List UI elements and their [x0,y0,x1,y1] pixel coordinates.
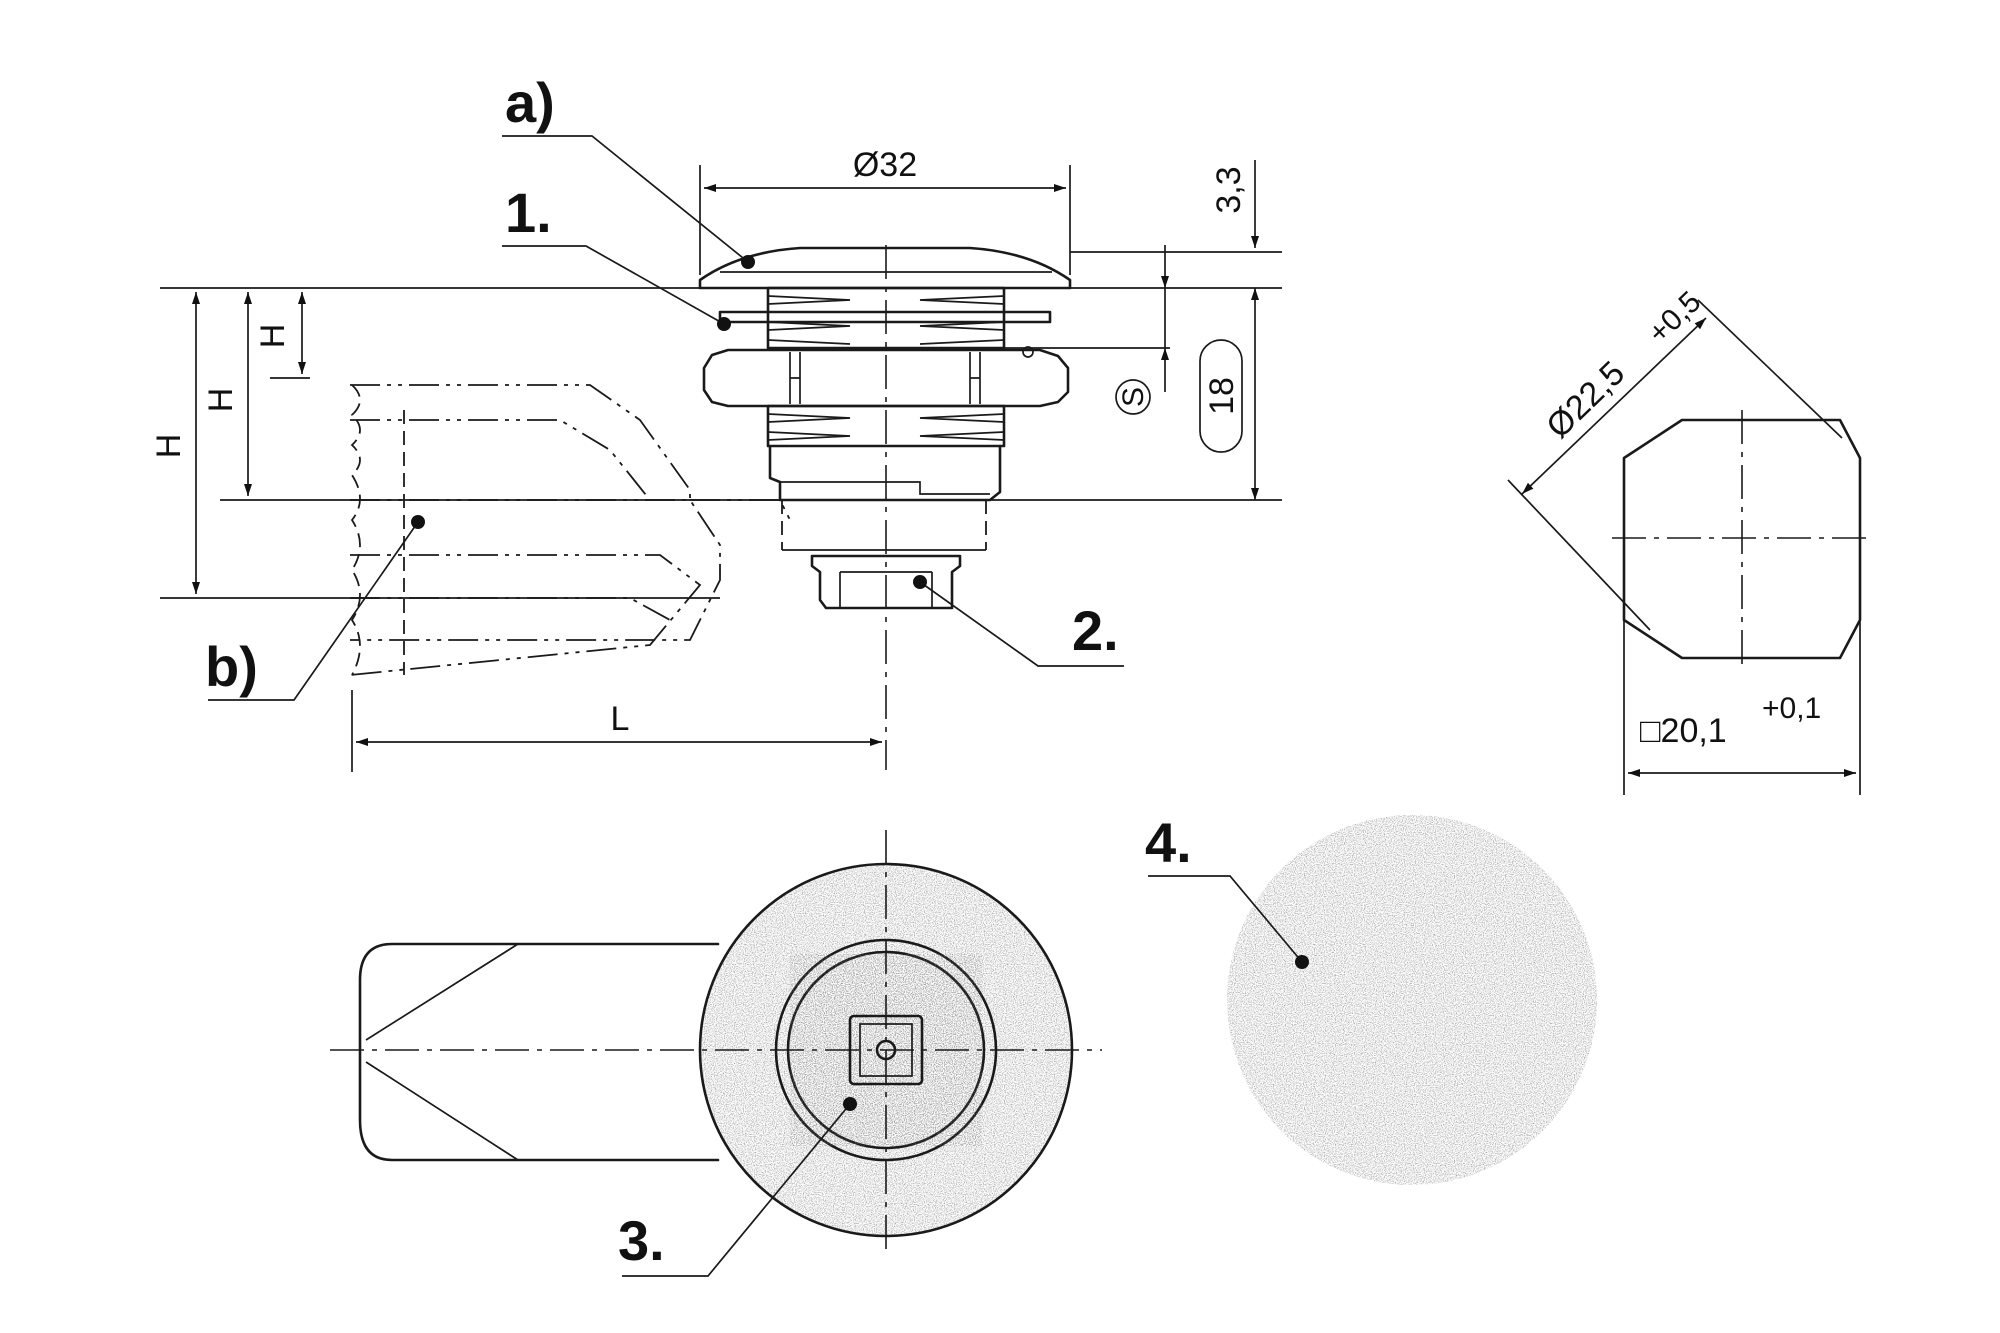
side-view: H H H L Ø32 3,3 S 18 a) 1. 2. [150,71,1282,772]
leader-b [208,521,419,701]
lower-thread-lines [767,413,1005,441]
label-a: a) [505,71,555,134]
lock-body [768,444,1002,502]
top-view: 3. [330,830,1102,1277]
dim-d225 [1521,317,1707,495]
cam-tongue [358,942,720,1162]
cam-tongue-bevel [365,943,519,1161]
leader-1 [502,245,725,325]
dim-d225-tol: +0,5 [1642,285,1708,350]
dim-h-outer-text: H [150,434,188,459]
nut-dot [1022,346,1034,358]
leader-b-dot [411,515,425,529]
insert-disc-grain [1227,815,1597,1185]
cam-phantom-5 [350,597,671,621]
label-3: 3. [618,1209,665,1272]
dim-h-mid-text: H [202,388,240,413]
thread-lines [767,295,1005,345]
leader-1-dot [717,317,731,331]
leader-4-dot [1295,955,1309,969]
dim-18-text: 18 [1203,377,1241,415]
leader-a [502,135,749,263]
dim-l-text: L [611,700,630,738]
lock-body-step [780,481,990,495]
leader-3 [622,1103,851,1277]
panel-cutout-view: Ø22,5 +0,5 □20,1 +0,1 [1507,285,1872,795]
flange-cap [698,246,1072,290]
cutout-shape [1622,418,1862,660]
hex-nut-flats [789,352,981,404]
dim-h-inner-text: H [254,324,292,349]
dim-18-box [1199,339,1243,453]
cam-phantom-6 [690,499,791,521]
label-2: 2. [1072,599,1119,662]
s-symbol-circle [1115,379,1151,415]
shaft-nut [810,554,962,610]
cam-phantom-3 [350,499,721,641]
dim-d225-ext-bottom [1507,479,1651,631]
leader-a-dot [741,255,755,269]
dim-d225-ext-top [1697,299,1843,439]
insert-disc: 4. [1145,811,1597,1185]
dim-sq-tol: +0,1 [1762,692,1821,725]
lower-thread [766,404,1006,448]
leader-4 [1148,875,1303,963]
label-4: 4. [1145,811,1192,874]
cam-break-line [350,384,361,676]
dim-d32-text: Ø32 [853,146,917,184]
leader-2-dot [913,575,927,589]
dim-sq-text: □20,1 [1640,712,1727,750]
cam-phantom-2 [350,419,651,501]
label-1: 1. [505,181,552,244]
label-b: b) [205,635,258,698]
washer [718,310,1052,324]
dim-33-text: 3,3 [1210,166,1248,213]
cam-phantom-4 [349,554,702,676]
cam-phantom-1 [350,384,691,500]
hex-nut [702,348,1070,408]
leader-2 [919,581,1124,667]
leader-3-dot [843,1097,857,1111]
s-symbol-text: S [1117,387,1150,407]
